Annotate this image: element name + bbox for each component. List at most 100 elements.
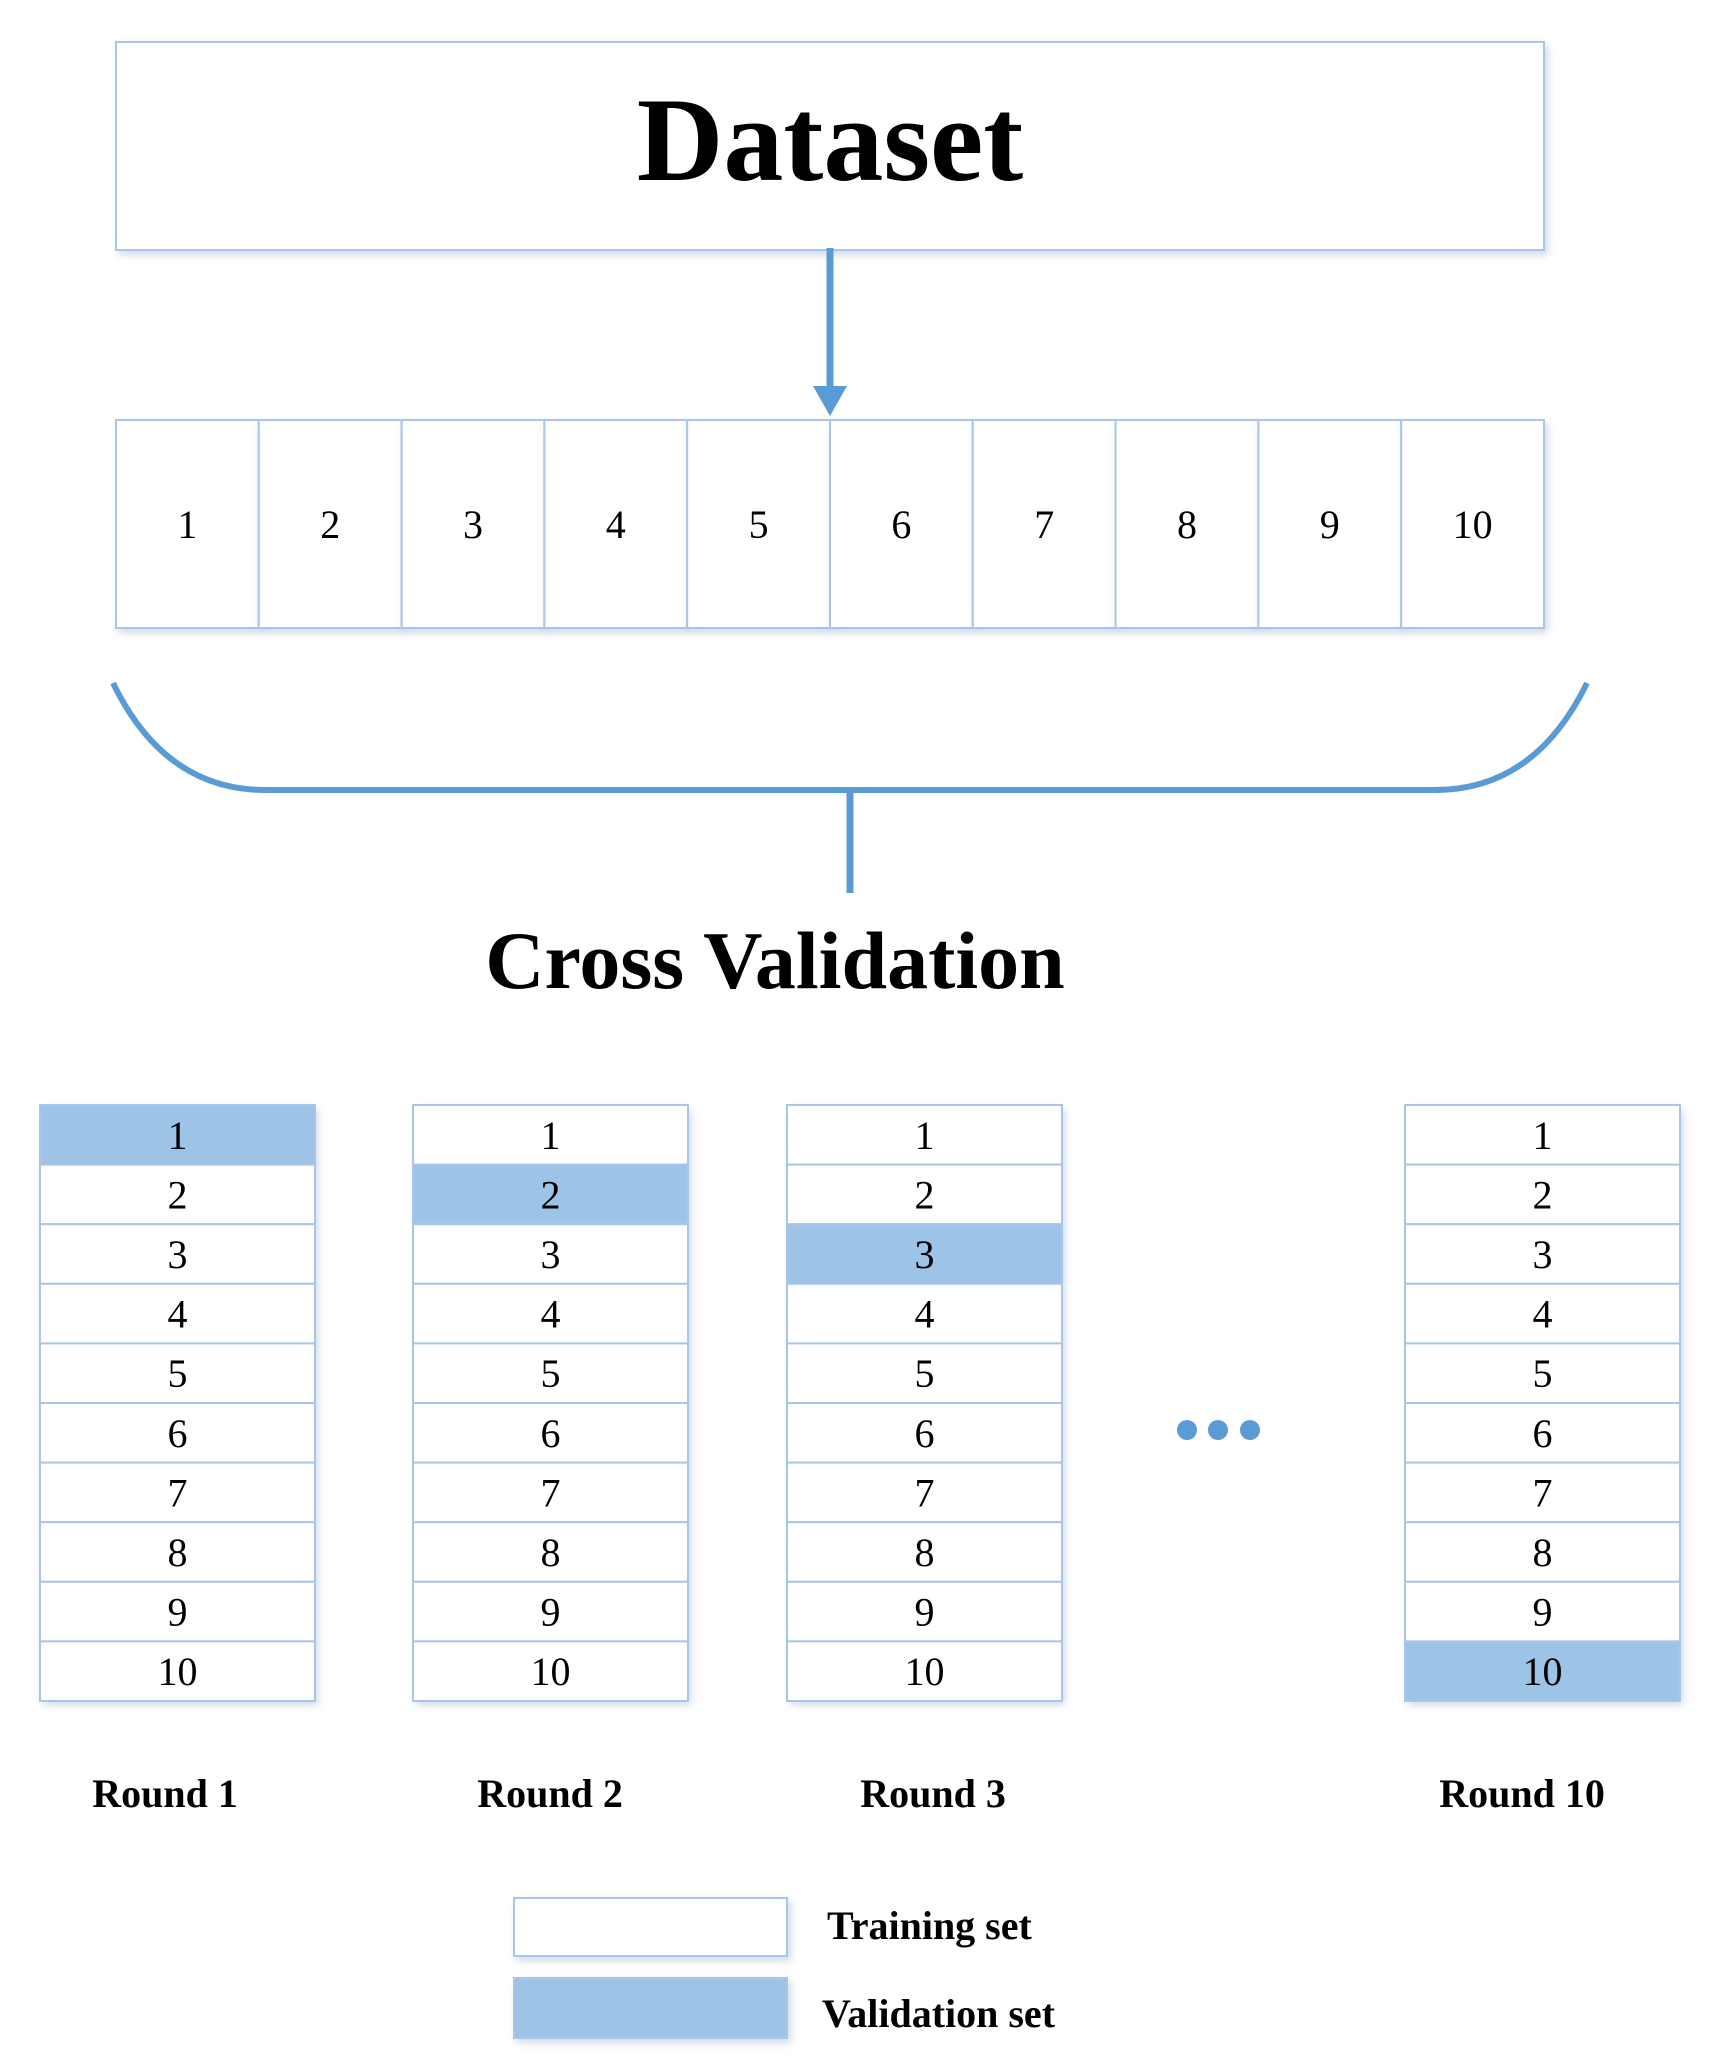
fold-row-label: 3: [1533, 1232, 1553, 1277]
legend: Training set Validation set: [513, 1897, 1056, 2039]
fold-row-label: 7: [915, 1470, 935, 1515]
fold-row-label: 2: [168, 1172, 188, 1217]
legend-validation-label: Validation set: [822, 1991, 1056, 2036]
fold-row-box: [39, 1282, 316, 1345]
fold-row-box: [412, 1640, 689, 1703]
fold-row-label: 5: [168, 1351, 188, 1396]
training-fold-row: 5: [412, 1342, 689, 1405]
fold-row-box: [39, 1521, 316, 1583]
fold-cell-label: 1: [177, 502, 197, 547]
fold-cell-label: 2: [320, 502, 340, 547]
fold-row-label: 4: [915, 1292, 935, 1337]
training-fold-row: 5: [1404, 1342, 1681, 1405]
fold-cell: 2: [257, 419, 403, 629]
round-label: Round 2: [477, 1771, 623, 1816]
training-fold-row: 10: [786, 1640, 1063, 1703]
fold-row-label: 9: [1533, 1590, 1553, 1635]
training-fold-row: 4: [1404, 1282, 1681, 1345]
fold-row-box: [412, 1521, 689, 1583]
fold-row-label: 2: [915, 1172, 935, 1217]
training-fold-row: 3: [412, 1223, 689, 1285]
fold-row-label: 6: [1533, 1411, 1553, 1456]
fold-row-box: [786, 1640, 1063, 1703]
training-fold-row: 6: [786, 1402, 1063, 1464]
training-fold-row: 8: [786, 1521, 1063, 1583]
training-fold-row: 8: [1404, 1521, 1681, 1583]
fold-row-label: 8: [1533, 1530, 1553, 1575]
fold-row-label: 7: [1533, 1470, 1553, 1515]
fold-row-label: 8: [915, 1530, 935, 1575]
training-fold-row: 5: [39, 1342, 316, 1405]
fold-row-label: 9: [168, 1590, 188, 1635]
fold-row-label: 1: [1533, 1113, 1553, 1158]
fold-row-label: 6: [168, 1411, 188, 1456]
fold-cell-label: 9: [1320, 502, 1340, 547]
fold-row-label: 3: [541, 1232, 561, 1277]
fold-row-label: 9: [541, 1590, 561, 1635]
fold-cell-box: [1257, 419, 1403, 629]
fold-row-box: [786, 1521, 1063, 1583]
fold-row-box: [39, 1580, 316, 1643]
fold-row-label: 4: [168, 1292, 188, 1337]
fold-cell: 7: [971, 419, 1117, 629]
split-arrow: [813, 248, 847, 416]
training-fold-row: 6: [39, 1402, 316, 1464]
training-fold-row: 7: [39, 1461, 316, 1524]
fold-row-box: [1404, 1580, 1681, 1643]
training-fold-row: 2: [1404, 1163, 1681, 1226]
brace-connector: [110, 681, 1590, 893]
fold-cell-box: [971, 419, 1117, 629]
fold-cell-label: 6: [891, 502, 911, 547]
training-fold-row: 7: [1404, 1461, 1681, 1524]
fold-row-label: 8: [541, 1530, 561, 1575]
dataset-box: Dataset: [115, 41, 1545, 251]
training-fold-row: 8: [39, 1521, 316, 1583]
fold-row-label: 4: [541, 1292, 561, 1337]
fold-cell: 9: [1257, 419, 1403, 629]
fold-row-label: 5: [915, 1351, 935, 1396]
validation-fold-row: 2: [412, 1163, 689, 1226]
fold-row-box: [1404, 1402, 1681, 1464]
validation-fold-row: 3: [786, 1223, 1063, 1285]
fold-row-label: 5: [541, 1351, 561, 1396]
fold-row-box: [39, 1104, 316, 1166]
training-fold-row: 1: [412, 1104, 689, 1166]
fold-row-label: 6: [915, 1411, 935, 1456]
fold-cell-box: [1114, 419, 1260, 629]
round-label: Round 1: [92, 1771, 238, 1816]
fold-cell-box: [115, 419, 260, 629]
training-fold-row: 3: [39, 1223, 316, 1285]
fold-cell: 5: [686, 419, 832, 629]
fold-cell-box: [686, 419, 832, 629]
training-fold-row: 9: [1404, 1580, 1681, 1643]
fold-row-box: [39, 1163, 316, 1226]
fold-cell-box: [257, 419, 403, 629]
fold-row-box: [412, 1402, 689, 1464]
validation-fold-row: 1: [39, 1104, 316, 1166]
fold-row-box: [786, 1163, 1063, 1226]
fold-row-box: [1404, 1461, 1681, 1524]
fold-row-box: [39, 1342, 316, 1405]
round-label: Round 10: [1439, 1771, 1605, 1816]
training-fold-row: 7: [412, 1461, 689, 1524]
fold-row-box: [1404, 1163, 1681, 1226]
fold-row-label: 5: [1533, 1351, 1553, 1396]
training-fold-row: 8: [412, 1521, 689, 1583]
training-fold-row: 4: [412, 1282, 689, 1345]
training-fold-row: 9: [412, 1580, 689, 1643]
dataset-title: Dataset: [637, 73, 1024, 206]
training-fold-row: 6: [412, 1402, 689, 1464]
fold-cell: 8: [1114, 419, 1260, 629]
fold-cell: 10: [1400, 419, 1545, 629]
fold-cell: 1: [115, 419, 260, 629]
fold-row-label: 10: [158, 1649, 198, 1694]
fold-row-label: 7: [541, 1470, 561, 1515]
fold-row-box: [1404, 1640, 1681, 1703]
fold-cell-label: 7: [1034, 502, 1054, 547]
fold-row-label: 4: [1533, 1292, 1553, 1337]
training-fold-row: 2: [786, 1163, 1063, 1226]
